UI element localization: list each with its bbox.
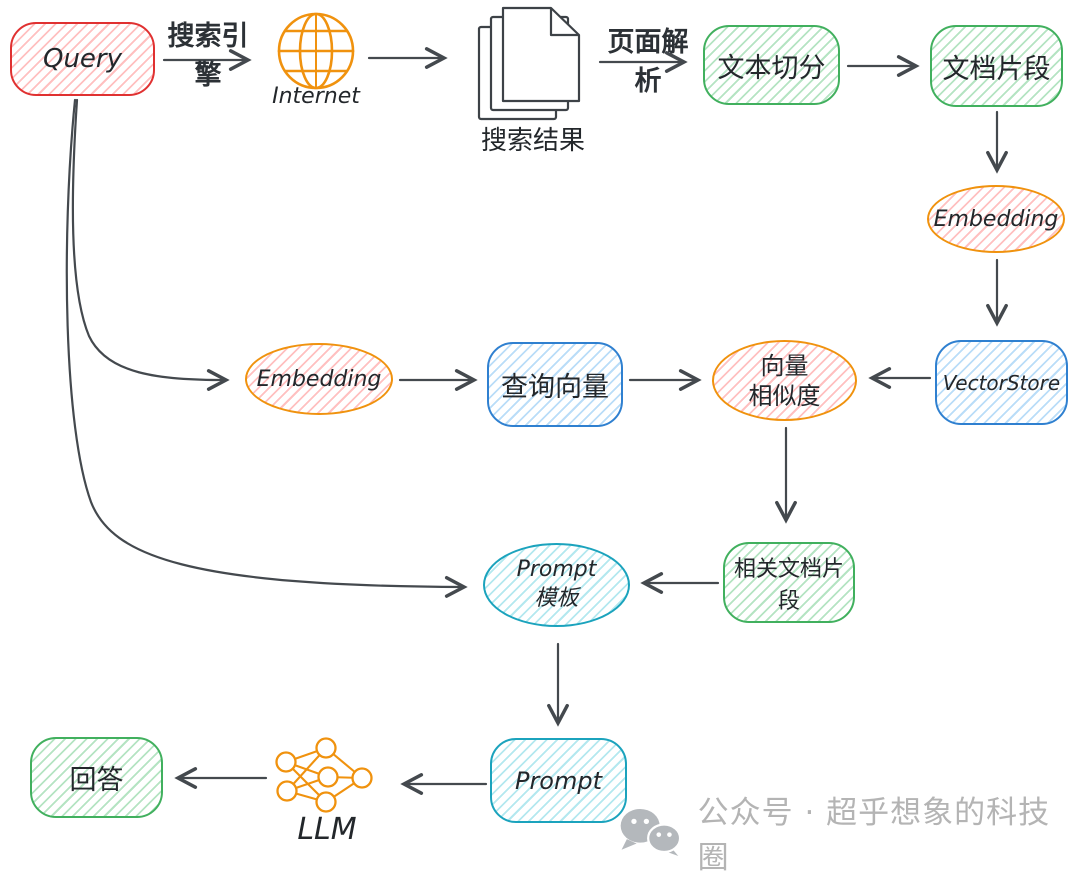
node-prompt-template: Prompt 模板	[483, 543, 630, 627]
arrow-query-prompttemplate-curve	[65, 98, 468, 598]
node-prompt: Prompt	[490, 738, 627, 823]
node-vector-similarity: 向量 相似度	[712, 340, 857, 421]
edge-label-search-engine: 搜索引擎	[167, 21, 249, 91]
node-embedding-top: Embedding	[927, 185, 1065, 253]
watermark-text: 公众号 · 超乎想象的科技圈	[697, 795, 1051, 876]
node-embedding-query: Embedding	[245, 343, 393, 415]
globe-icon	[277, 12, 355, 90]
neural-network-icon	[275, 737, 373, 813]
watermark: 公众号 · 超乎想象的科技圈	[618, 795, 1080, 876]
label-internet: Internet	[272, 84, 360, 109]
node-answer: 回答	[30, 737, 163, 818]
arrow-query-embedding-curve	[71, 98, 230, 391]
node-related-fragments: 相关文档片段	[723, 542, 855, 623]
node-text-split: 文本切分	[703, 25, 840, 105]
node-query: Query	[10, 22, 155, 96]
edge-label-page-parse: 页面解析	[607, 27, 689, 97]
documents-icon	[477, 6, 581, 121]
node-vector-store: VectorStore	[935, 340, 1068, 425]
node-doc-fragments: 文档片段	[930, 25, 1063, 107]
label-search-results: 搜索结果	[480, 126, 585, 156]
node-query-vector: 查询向量	[487, 342, 623, 427]
label-llm: LLM	[297, 812, 357, 847]
wechat-icon	[620, 808, 682, 856]
